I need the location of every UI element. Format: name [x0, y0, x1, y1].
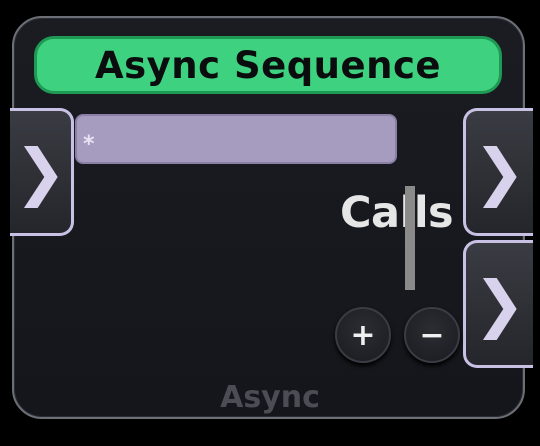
chevron-right-icon: ❯: [473, 267, 526, 340]
input-port[interactable]: ❯: [10, 108, 74, 236]
remove-call-button[interactable]: −: [404, 307, 460, 363]
node-title-bar[interactable]: Async Sequence: [34, 36, 502, 94]
calls-divider: [405, 186, 415, 290]
sequence-input-field[interactable]: [75, 114, 397, 164]
output-port-1[interactable]: ❯: [463, 108, 533, 236]
output-port-2[interactable]: ❯: [463, 240, 533, 368]
add-call-button[interactable]: +: [335, 307, 391, 363]
plus-icon: +: [350, 317, 376, 353]
chevron-right-icon: ❯: [473, 135, 526, 208]
node-footer-label: Async: [220, 380, 320, 415]
minus-icon: −: [419, 317, 445, 353]
calls-label: Calls: [340, 188, 454, 238]
node-title: Async Sequence: [95, 43, 441, 87]
chevron-right-icon: ❯: [14, 135, 67, 208]
